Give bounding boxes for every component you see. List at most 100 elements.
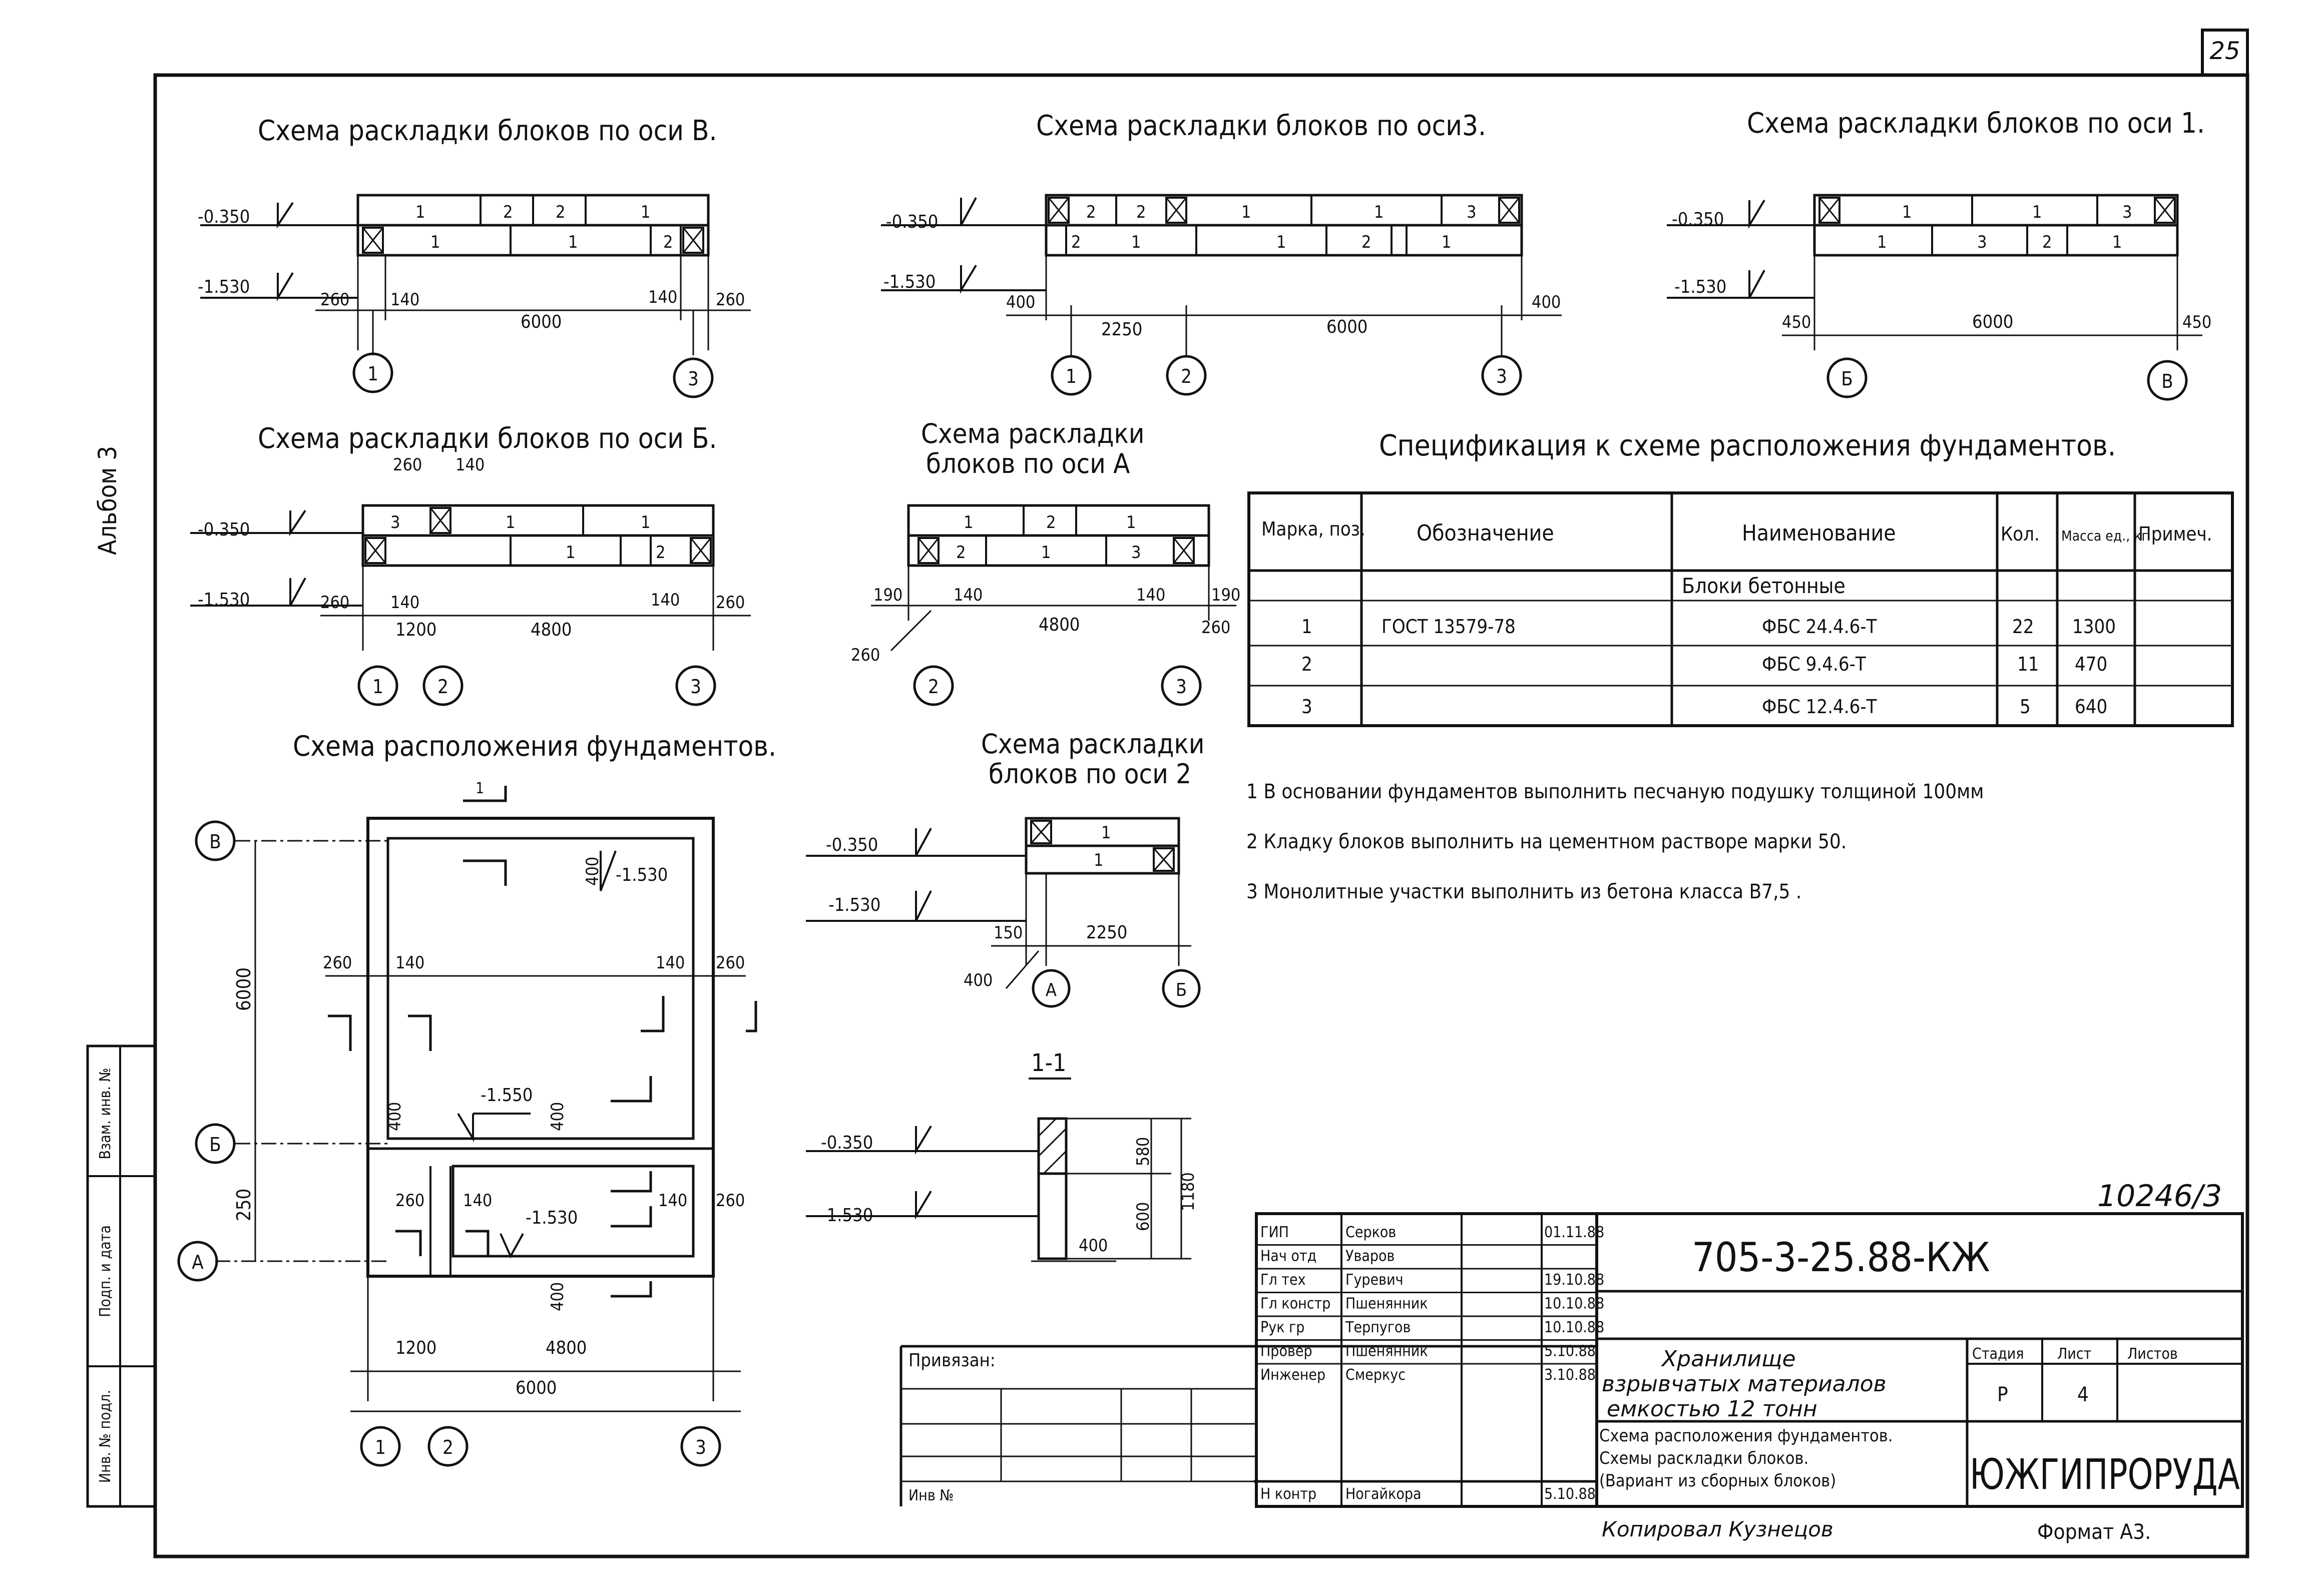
specification: Спецификация к схеме расположения фундам… (1247, 428, 2234, 727)
svg-text:6000: 6000 (233, 967, 255, 1011)
svg-text:450: 450 (1782, 312, 1811, 332)
person-name: Смеркус (1345, 1366, 1406, 1384)
scheme-axis-a-title-2: блоков по оси А (926, 448, 1130, 479)
copied-by: Копировал Кузнецов (1602, 1517, 1833, 1541)
svg-text:1: 1 (430, 232, 440, 252)
sign-date: 10.10.88 (1544, 1295, 1604, 1313)
svg-text:-1.530: -1.530 (526, 1208, 578, 1228)
svg-text:5: 5 (2020, 696, 2031, 718)
svg-text:140: 140 (395, 953, 424, 973)
svg-text:1: 1 (1902, 202, 1912, 222)
scheme-axis-3-title: Схема раскладки блоков по оси3. (1036, 110, 1486, 142)
spec-header-designation: Обозначение (1417, 520, 1554, 546)
svg-text:2: 2 (1181, 365, 1192, 387)
svg-text:140: 140 (954, 585, 983, 605)
spec-header-name: Наименование (1742, 520, 1896, 546)
svg-text:1: 1 (1131, 232, 1141, 252)
content-1: Схема расположения фундаментов. (1599, 1426, 1893, 1446)
svg-text:-0.350: -0.350 (886, 212, 938, 232)
title-block: 10246/3 705-3-25.88-КЖ Хранилище взрывча… (899, 1179, 2244, 1508)
sheet-value: 4 (2077, 1383, 2089, 1406)
svg-text:140: 140 (1136, 585, 1165, 605)
svg-text:6000: 6000 (516, 1378, 557, 1398)
svg-text:140: 140 (651, 590, 680, 610)
svg-text:2: 2 (928, 676, 939, 698)
svg-text:6000: 6000 (1972, 312, 2013, 332)
svg-text:400: 400 (1006, 292, 1035, 312)
svg-text:2: 2 (1046, 512, 1056, 533)
album-label: Альбом 3 (93, 446, 122, 555)
svg-text:-1.550: -1.550 (481, 1085, 533, 1106)
svg-text:1: 1 (2032, 202, 2042, 222)
inv-label: Инв № (908, 1487, 954, 1504)
svg-text:-1.530: -1.530 (1674, 277, 1726, 297)
person-name: Гуревич (1345, 1271, 1404, 1289)
person-name: Пшенянник (1345, 1343, 1428, 1360)
page-number: 25 (2209, 37, 2240, 65)
svg-text:22: 22 (2012, 616, 2034, 638)
svg-text:4800: 4800 (546, 1338, 587, 1358)
svg-text:2250: 2250 (1086, 922, 1127, 943)
svg-text:6000: 6000 (1326, 317, 1367, 337)
svg-text:3: 3 (695, 1436, 706, 1458)
svg-text:400: 400 (385, 1102, 405, 1131)
svg-text:1: 1 (506, 512, 515, 533)
svg-text:1: 1 (375, 1436, 386, 1458)
svg-text:-1.530: -1.530 (198, 277, 250, 297)
svg-text:-1.530: -1.530 (616, 865, 668, 885)
svg-text:640: 640 (2075, 696, 2107, 718)
role-label: Нач отд (1260, 1248, 1316, 1265)
svg-text:140: 140 (390, 290, 419, 310)
svg-text:2: 2 (1361, 232, 1371, 252)
svg-text:140: 140 (390, 593, 419, 613)
person-name: Серков (1345, 1224, 1396, 1241)
svg-text:260: 260 (1201, 618, 1230, 638)
linked-label: Привязан: (908, 1350, 996, 1371)
svg-text:3: 3 (1467, 202, 1476, 222)
svg-text:260: 260 (323, 953, 352, 973)
svg-text:1: 1 (1877, 232, 1887, 252)
svg-text:1: 1 (1094, 850, 1103, 870)
svg-text:1: 1 (1126, 512, 1136, 533)
svg-text:140: 140 (656, 953, 685, 973)
svg-text:1300: 1300 (2072, 616, 2116, 638)
svg-text:150: 150 (994, 923, 1023, 943)
scheme-axis-v: Схема раскладки блоков по оси В. 1 2 2 1… (198, 115, 751, 398)
person-name: Терпугов (1345, 1319, 1411, 1336)
sign-date: 10.10.88 (1544, 1319, 1604, 1336)
svg-text:ФБС 24.4.6-Т: ФБС 24.4.6-Т (1762, 616, 1877, 638)
svg-text:260: 260 (716, 290, 745, 310)
svg-text:-0.350: -0.350 (198, 207, 250, 227)
svg-text:1: 1 (1442, 232, 1451, 252)
svg-text:1: 1 (1066, 365, 1077, 387)
side-stamp-sign-date: Подп. и дата (97, 1225, 114, 1317)
svg-text:140: 140 (463, 1191, 492, 1211)
svg-text:2: 2 (442, 1436, 453, 1458)
svg-text:260: 260 (393, 455, 422, 475)
svg-text:2: 2 (1071, 232, 1081, 252)
svg-text:2250: 2250 (1101, 319, 1142, 340)
svg-text:400: 400 (548, 1282, 568, 1311)
svg-text:1: 1 (1374, 202, 1384, 222)
side-stamp-original: Инв. № подл. (97, 1390, 114, 1483)
svg-text:В: В (209, 831, 221, 853)
svg-text:1: 1 (641, 202, 650, 222)
svg-text:580: 580 (1133, 1137, 1153, 1166)
svg-text:140: 140 (658, 1191, 687, 1211)
svg-text:3: 3 (1131, 543, 1141, 563)
scheme-axis-a-title-1: Схема раскладки (921, 418, 1144, 449)
scheme-axis-1-title: Схема раскладки блоков по оси 1. (1747, 107, 2205, 140)
object-2: взрывчатых материалов (1602, 1371, 1887, 1397)
svg-text:2: 2 (1301, 653, 1312, 675)
spec-header-mass: Масса ед., кг (2061, 527, 2148, 544)
svg-text:ФБС 9.4.6-Т: ФБС 9.4.6-Т (1762, 653, 1866, 675)
spec-header-pos: Марка, поз. (1261, 518, 1365, 540)
svg-text:190: 190 (873, 585, 902, 605)
role-label: Гл констр (1260, 1295, 1330, 1313)
svg-text:ФБС 12.4.6-Т: ФБС 12.4.6-Т (1762, 696, 1877, 718)
svg-text:1200: 1200 (395, 620, 436, 640)
scheme-axis-2-title-2: блоков по оси 2 (989, 758, 1191, 790)
svg-text:2: 2 (956, 543, 966, 563)
svg-text:2: 2 (503, 202, 513, 222)
